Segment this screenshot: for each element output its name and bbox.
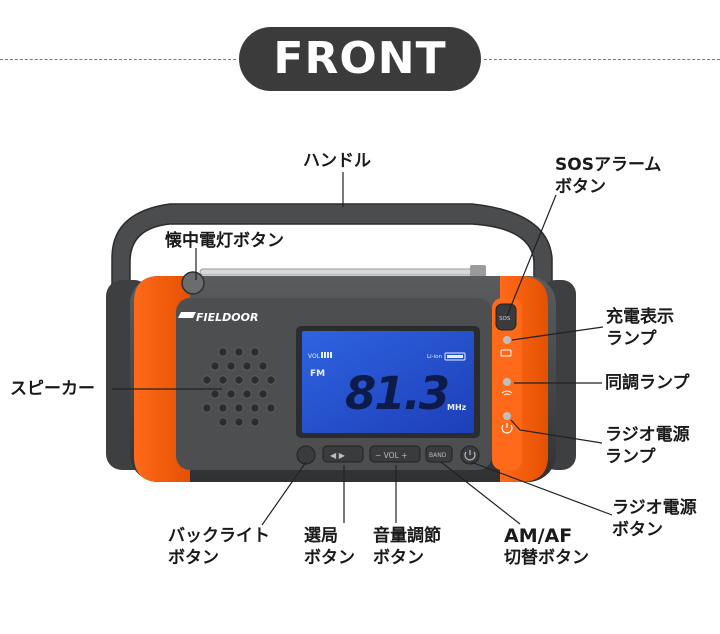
charge-lamp xyxy=(503,336,511,344)
speaker-grill xyxy=(202,347,276,427)
label-backlight: バックライト ボタン xyxy=(168,526,270,568)
label-handle: ハンドル xyxy=(303,151,371,171)
label-tuning-lamp: 同調ランプ xyxy=(605,373,690,393)
band-button-label: BAND xyxy=(429,452,447,459)
speaker-hole xyxy=(226,389,236,399)
speaker-hole xyxy=(218,375,228,385)
antenna xyxy=(199,268,486,276)
label-tune: 選局 ボタン xyxy=(304,526,355,568)
lcd-vol-bars xyxy=(321,352,332,358)
label-speaker: スピーカー xyxy=(10,379,95,399)
speaker-hole xyxy=(218,403,228,413)
lcd-battery-label: Li-ion xyxy=(427,354,442,360)
header-rule-right xyxy=(484,59,720,60)
lcd-band: FM xyxy=(310,369,325,379)
speaker-hole xyxy=(210,361,220,371)
label-power-button: ラジオ電源 ボタン xyxy=(612,498,697,540)
label-charge-lamp: 充電表示 ランプ xyxy=(606,307,674,349)
speaker-hole xyxy=(218,417,228,427)
sos-button-label: SOS xyxy=(499,316,511,322)
brand-logo: FIELDOOR xyxy=(178,311,258,324)
speaker-hole xyxy=(234,417,244,427)
header-rule-left xyxy=(0,59,236,60)
speaker-hole xyxy=(202,375,212,385)
speaker-hole xyxy=(210,389,220,399)
speaker-hole xyxy=(250,347,260,357)
lcd-frequency: 81.3 xyxy=(345,367,448,420)
power-icon xyxy=(501,423,513,434)
lcd-screen xyxy=(302,331,474,433)
speaker-hole xyxy=(242,389,252,399)
speaker-hole xyxy=(218,347,228,357)
label-am-fm: AM/AF 切替ボタン xyxy=(504,525,589,568)
volume-button-label: − VOL + xyxy=(375,451,407,460)
speaker-hole xyxy=(250,417,260,427)
label-power-lamp: ラジオ電源 ランプ xyxy=(605,425,690,467)
tuning-lamp xyxy=(503,378,511,386)
speaker-hole xyxy=(202,403,212,413)
signal-icon xyxy=(501,390,513,396)
tune-button[interactable] xyxy=(322,445,364,463)
brand-text: FIELDOOR xyxy=(196,311,258,324)
label-sos-alarm: SOSアラーム ボタン xyxy=(555,155,662,197)
leader-lines xyxy=(112,172,613,526)
speaker-hole xyxy=(266,375,276,385)
sos-button[interactable] xyxy=(495,303,517,331)
speaker-hole xyxy=(234,375,244,385)
speaker-hole xyxy=(226,361,236,371)
flashlight-button[interactable] xyxy=(181,271,205,295)
backlight-button[interactable] xyxy=(296,445,316,465)
tune-button-label: ◀ ▶ xyxy=(330,451,346,460)
speaker-hole xyxy=(258,389,268,399)
battery-icon xyxy=(444,352,466,361)
speaker-hole xyxy=(250,403,260,413)
volume-button[interactable] xyxy=(369,445,421,463)
speaker-hole xyxy=(234,403,244,413)
speaker-hole xyxy=(258,361,268,371)
label-volume: 音量調節 ボタン xyxy=(373,526,441,568)
speaker-hole xyxy=(242,361,252,371)
power-lamp xyxy=(503,412,511,420)
label-flashlight: 懐中電灯ボタン xyxy=(165,231,284,251)
lcd-vol-label: VOL xyxy=(308,353,321,360)
speaker-hole xyxy=(250,375,260,385)
speaker-hole xyxy=(234,347,244,357)
section-title: FRONT xyxy=(239,27,481,91)
speaker-hole xyxy=(266,403,276,413)
band-button[interactable] xyxy=(425,445,453,463)
battery-small-icon xyxy=(500,349,512,357)
lcd-unit: MHz xyxy=(447,403,467,412)
